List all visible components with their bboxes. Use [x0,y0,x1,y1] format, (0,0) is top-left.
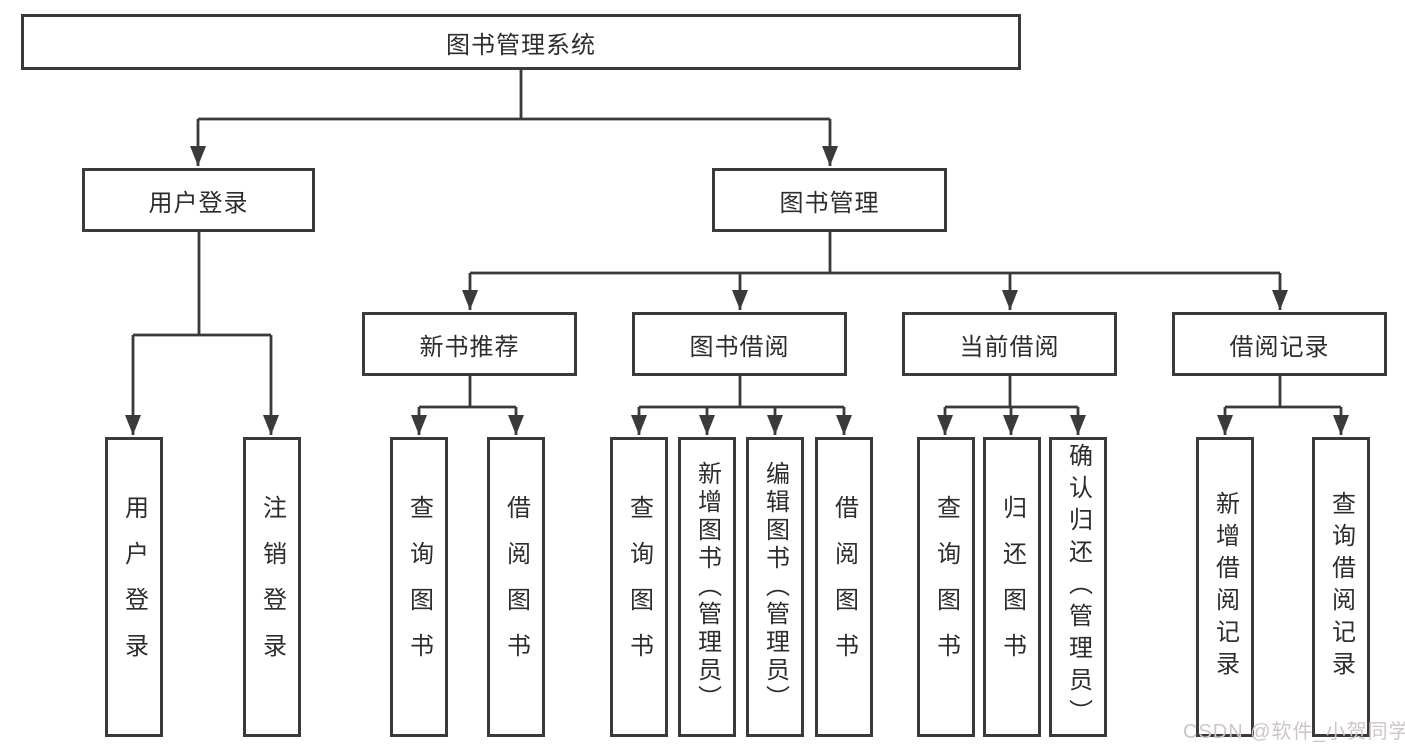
leaf-add-book-admin: 新增图书（管理员） [678,437,736,737]
leaf-borrow-book-recommend: 借阅图书 [487,437,545,737]
leaf-logout: 注销登录 [243,437,301,737]
node-root: 图书管理系统 [21,14,1021,70]
leaf-edit-book-admin-label: 编辑图书（管理员） [761,461,789,713]
node-root-label: 图书管理系统 [446,31,596,59]
leaf-user-login-label: 用户登录 [120,495,148,679]
connector [125,70,1349,435]
node-new-book-recommend-label: 新书推荐 [419,333,520,361]
leaf-confirm-return-admin: 确认归还（管理员） [1049,437,1107,737]
leaf-borrow-book-borrow-label: 借阅图书 [830,495,858,679]
leaf-logout-label: 注销登录 [258,495,286,679]
node-user-login-label: 用户登录 [148,189,249,217]
leaf-add-borrow-record: 新增借阅记录 [1196,437,1254,737]
leaf-confirm-return-admin-label: 确认归还（管理员） [1064,443,1092,731]
leaf-return-book: 归还图书 [983,437,1041,737]
leaf-query-book-current: 查询图书 [917,437,975,737]
node-borrow-records-label: 借阅记录 [1229,333,1330,361]
csdn-watermark: CSDN @软件_小贺同学 [1183,721,1405,743]
leaf-query-borrow-record: 查询借阅记录 [1312,437,1370,737]
node-book-management: 图书管理 [712,168,947,232]
leaf-add-borrow-record-label: 新增借阅记录 [1211,491,1239,683]
leaf-borrow-book-recommend-label: 借阅图书 [502,495,530,679]
node-book-management-label: 图书管理 [779,189,880,217]
node-book-borrow-label: 图书借阅 [689,333,790,361]
leaf-query-book-recommend: 查询图书 [390,437,448,737]
leaf-user-login: 用户登录 [105,437,163,737]
leaf-query-book-recommend-label: 查询图书 [405,495,433,679]
leaf-edit-book-admin: 编辑图书（管理员） [746,437,804,737]
leaf-add-book-admin-label: 新增图书（管理员） [693,461,721,713]
node-current-borrow: 当前借阅 [902,312,1117,376]
node-current-borrow-label: 当前借阅 [959,333,1060,361]
leaf-return-book-label: 归还图书 [998,495,1026,679]
leaf-borrow-book-borrow: 借阅图书 [815,437,873,737]
leaf-query-book-current-label: 查询图书 [932,495,960,679]
node-book-borrow: 图书借阅 [632,312,847,376]
leaf-query-book-borrow-label: 查询图书 [625,495,653,679]
leaf-query-borrow-record-label: 查询借阅记录 [1327,491,1355,683]
node-user-login: 用户登录 [82,168,315,232]
node-new-book-recommend: 新书推荐 [362,312,577,376]
node-borrow-records: 借阅记录 [1172,312,1387,376]
leaf-query-book-borrow: 查询图书 [610,437,668,737]
